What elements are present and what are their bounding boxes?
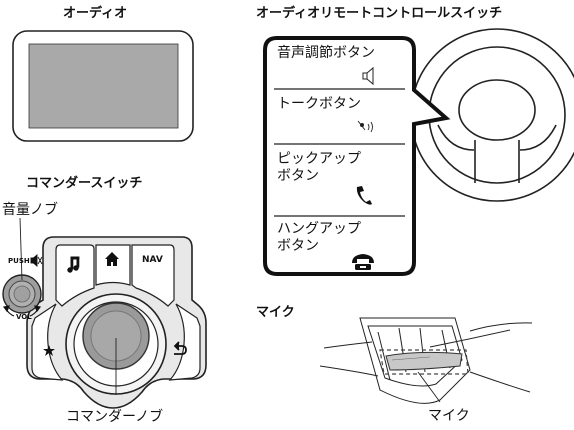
- mute-icon: [30, 254, 43, 267]
- leader-lines: [19, 217, 441, 403]
- microphone-highlight: [379, 349, 469, 375]
- mic-label: マイク: [428, 408, 470, 424]
- vol-arc-left: [2, 305, 15, 317]
- volume-knob: [2, 274, 42, 314]
- mic-heading: マイク: [256, 305, 295, 320]
- commander-knob: [82, 302, 150, 370]
- volume-adjust-icon: [362, 66, 374, 86]
- vol-marking: VOL: [16, 313, 32, 321]
- commander-knob-label: コマンダーノブ: [66, 409, 164, 425]
- audio-heading: オーディオ: [63, 6, 128, 21]
- phone-hangup-icon: [352, 254, 374, 270]
- commander-heading: コマンダースイッチ: [26, 176, 143, 191]
- remote-button-label: 音声調節ボタン: [277, 45, 375, 61]
- home-icon: [105, 252, 119, 266]
- music-icon: [67, 256, 80, 273]
- audio-display: [12, 30, 194, 142]
- overhead-console: [319, 317, 533, 404]
- push-marking: PUSH: [8, 257, 30, 265]
- phone-pickup-icon: [356, 186, 372, 205]
- remote-button-label: トークボタン: [277, 96, 361, 112]
- remote-button-label: ピックアップ ボタン: [277, 151, 361, 184]
- talk-icon: [357, 120, 373, 133]
- star-icon: [43, 345, 55, 356]
- nav-button-label: NAV: [142, 255, 163, 265]
- microphone-grille: [385, 351, 463, 371]
- vol-arc-right: [29, 305, 42, 317]
- volume-knob-label: 音量ノブ: [2, 202, 58, 218]
- remote-callout-box: [263, 36, 451, 276]
- back-arrow-icon: [173, 341, 187, 355]
- remote-heading: オーディオリモートコントロールスイッチ: [256, 6, 503, 21]
- remote-button-label: ハングアップ ボタン: [277, 221, 361, 254]
